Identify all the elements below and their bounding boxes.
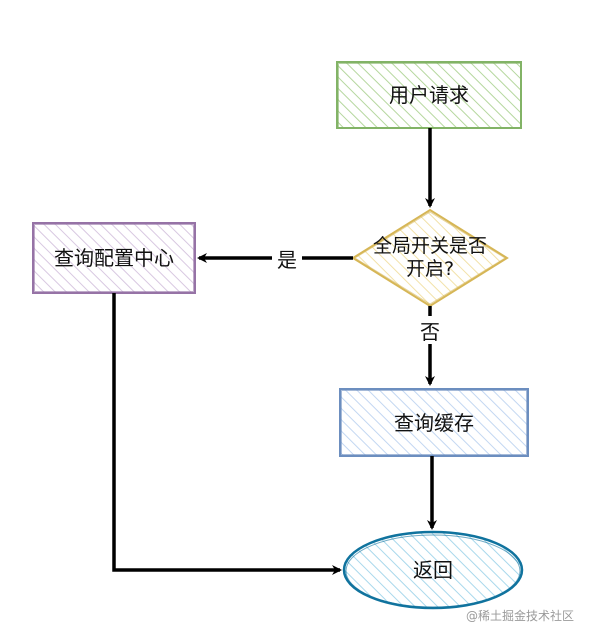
edge-config-to-return bbox=[112, 293, 342, 575]
node-query-config bbox=[32, 222, 196, 294]
node-user-request bbox=[336, 61, 522, 129]
watermark-text: @稀土掘金技术社区 bbox=[466, 609, 575, 623]
edge-label-yes: 是 bbox=[272, 244, 302, 272]
node-return bbox=[342, 530, 524, 610]
node-decision bbox=[351, 208, 509, 308]
edge-label-no: 否 bbox=[416, 316, 444, 344]
node-query-cache bbox=[339, 388, 529, 457]
